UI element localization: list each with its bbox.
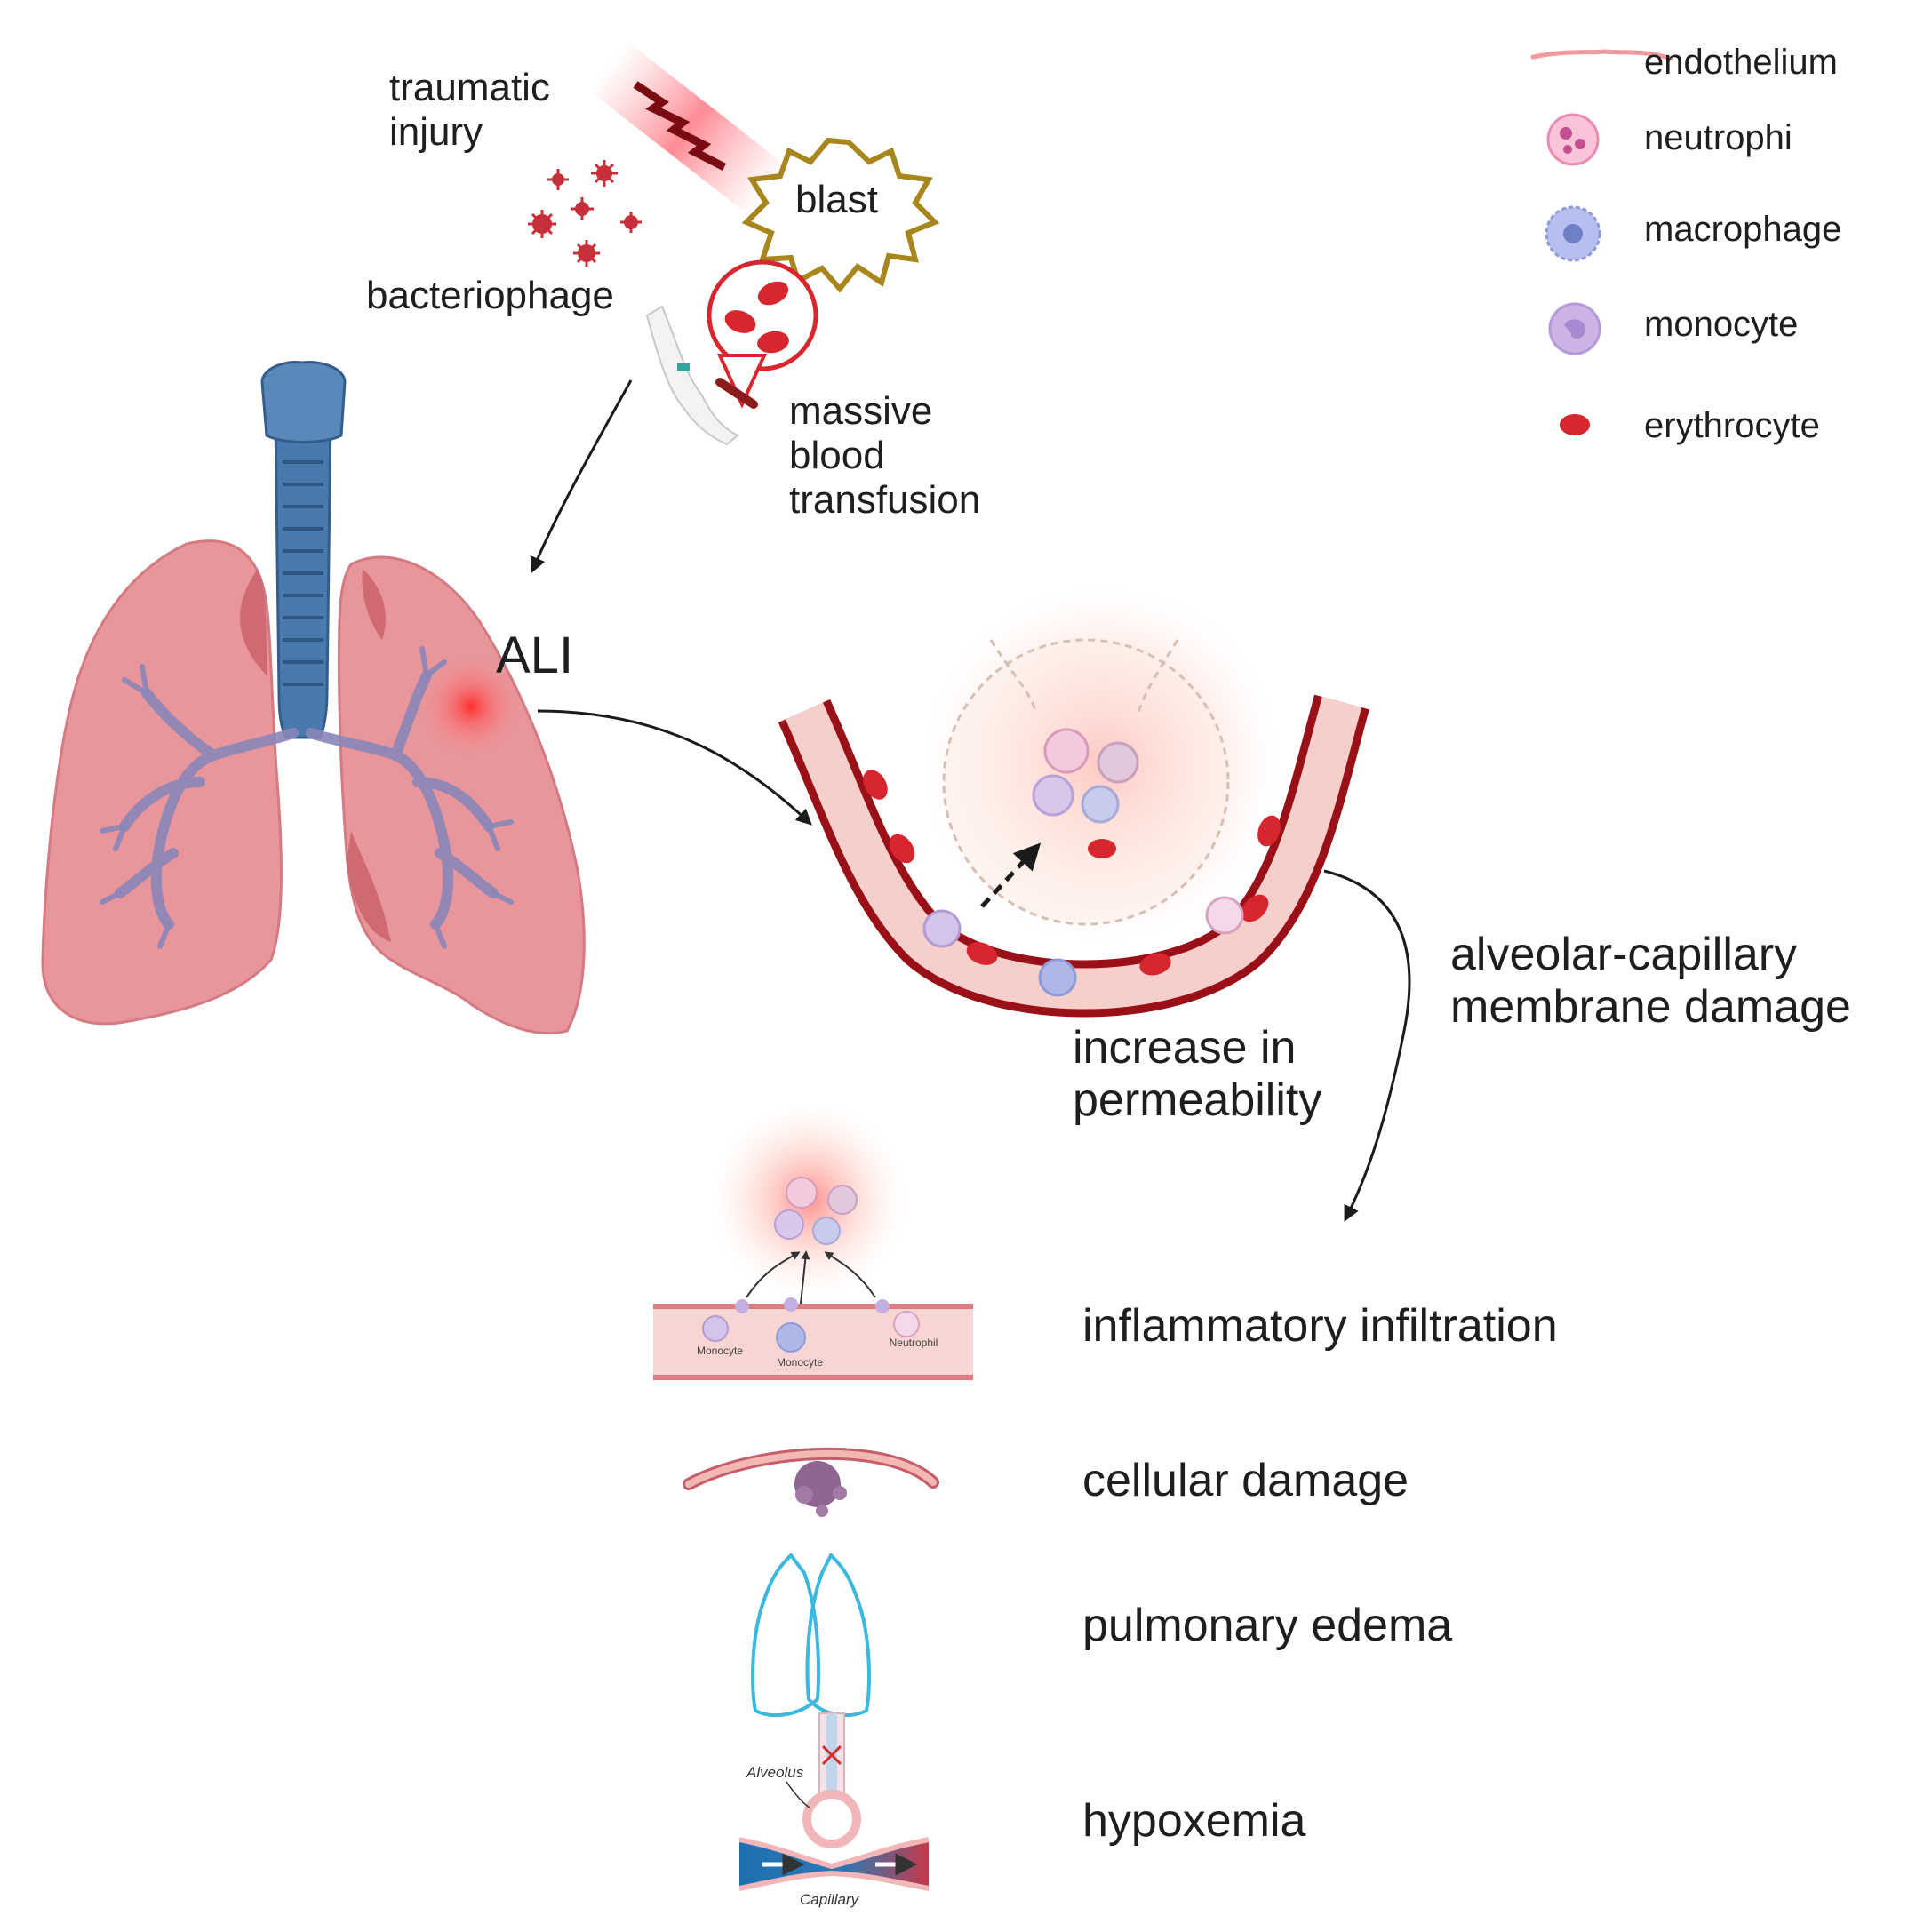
legend-label-macrophage: macrophage xyxy=(1644,210,1842,249)
legend-label-erythrocyte: erythrocyte xyxy=(1644,406,1820,445)
inflammatory-infiltration-icon: Monocyte Monocyte Neutrophil xyxy=(653,1102,973,1380)
blood-transfusion-icon xyxy=(645,259,818,446)
endothelium-icon xyxy=(1530,49,1673,61)
blast-label: blast xyxy=(795,178,878,221)
bacteriophage-label: bacteriophage xyxy=(366,274,614,317)
traumatic-injury-label: traumatic injury xyxy=(389,66,550,155)
vessel-cell-label: Monocyte xyxy=(697,1345,743,1357)
outcome-inflammatory-infiltration: inflammatory infiltration xyxy=(1082,1300,1558,1352)
arrow-membrane-to-outcomes xyxy=(1323,869,1411,1222)
legend-label-monocyte: monocyte xyxy=(1644,305,1799,344)
erythrocyte-icon xyxy=(1560,414,1590,435)
hypoxemia-icon: Alveolus Capillary xyxy=(738,1712,930,1908)
traumatic-injury-icon xyxy=(588,41,789,217)
monocyte-icon xyxy=(1548,302,1601,355)
neutrophil-icon xyxy=(1546,113,1600,166)
vessel-cell-label: Neutrophil xyxy=(890,1337,938,1349)
legend-label-neutrophil: neutrophi xyxy=(1644,118,1792,157)
alveolar-capillary-membrane-illustration xyxy=(778,587,1369,1018)
outcome-hypoxemia: hypoxemia xyxy=(1082,1795,1306,1847)
legend-label-endothelium: endothelium xyxy=(1644,43,1838,82)
blast-icon xyxy=(741,137,940,293)
ali-label: ALI xyxy=(496,627,574,684)
arrow-causes-to-lungs xyxy=(530,379,633,573)
membrane-damage-label: alveolar-capillary membrane damage xyxy=(1450,929,1851,1034)
vessel-cell-label: Monocyte xyxy=(777,1356,823,1369)
permeability-label: increase in permeability xyxy=(1073,1022,1322,1127)
lungs-illustration xyxy=(41,360,586,1035)
alveolus-label: Alveolus xyxy=(746,1764,804,1781)
bacteriophage-icon xyxy=(528,160,642,267)
arrow-lungs-to-membrane xyxy=(537,709,812,826)
cellular-damage-icon xyxy=(683,1447,939,1517)
transfusion-label: massive blood transfusion xyxy=(789,389,981,523)
legend-icons xyxy=(1530,49,1673,435)
pulmonary-edema-icon xyxy=(751,1553,871,1718)
outcome-cellular-damage: cellular damage xyxy=(1082,1455,1409,1506)
outcome-pulmonary-edema: pulmonary edema xyxy=(1082,1600,1453,1651)
capillary-label: Capillary xyxy=(800,1891,860,1908)
macrophage-icon xyxy=(1545,205,1601,262)
